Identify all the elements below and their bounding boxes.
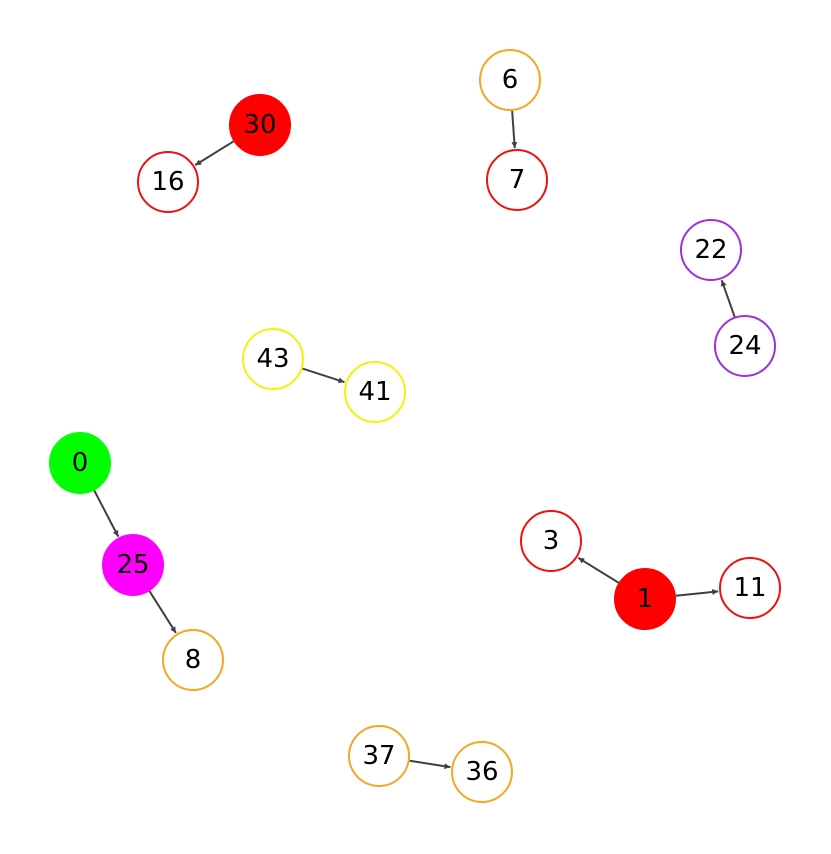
node-label-7: 7	[509, 165, 526, 195]
edge-25-to-8	[148, 590, 177, 634]
node-circle-11	[719, 557, 781, 619]
edge-6-to-7	[511, 110, 518, 149]
node-label-24: 24	[728, 331, 761, 361]
node-circle-25	[102, 534, 164, 596]
edge-43-to-41	[302, 367, 345, 384]
node-label-43: 43	[256, 344, 289, 374]
node-circle-41	[344, 361, 406, 423]
node-37: 37	[348, 725, 410, 787]
node-circle-3	[520, 510, 582, 572]
edge-1-to-3	[577, 556, 620, 584]
node-label-36: 36	[465, 757, 498, 787]
node-22: 22	[680, 219, 742, 281]
node-8: 8	[162, 629, 224, 691]
node-circle-37	[348, 725, 410, 787]
node-circle-24	[714, 315, 776, 377]
node-11: 11	[719, 557, 781, 619]
edge-37-to-36	[409, 759, 451, 770]
node-16: 16	[137, 151, 199, 213]
node-label-3: 3	[543, 526, 560, 556]
node-41: 41	[344, 361, 406, 423]
edge-24-to-22	[720, 279, 736, 318]
node-label-30: 30	[243, 110, 276, 140]
node-label-1: 1	[637, 584, 654, 614]
node-label-6: 6	[502, 65, 519, 95]
node-3: 3	[520, 510, 582, 572]
node-label-37: 37	[362, 741, 395, 771]
node-24: 24	[714, 315, 776, 377]
edge-1-to-11	[675, 588, 719, 597]
node-circle-22	[680, 219, 742, 281]
node-0: 0	[49, 432, 111, 494]
node-6: 6	[479, 49, 541, 111]
node-label-8: 8	[185, 645, 202, 675]
node-label-11: 11	[733, 573, 766, 603]
node-36: 36	[451, 741, 513, 803]
node-43: 43	[242, 328, 304, 390]
node-circle-36	[451, 741, 513, 803]
node-label-22: 22	[694, 235, 727, 265]
node-label-16: 16	[151, 167, 184, 197]
node-1: 1	[614, 568, 676, 630]
node-circle-30	[229, 94, 291, 156]
node-7: 7	[486, 149, 548, 211]
node-circle-0	[49, 432, 111, 494]
node-circle-8	[162, 629, 224, 691]
edge-0-to-25	[93, 490, 120, 538]
node-label-0: 0	[72, 448, 89, 478]
edge-30-to-16	[194, 140, 235, 166]
edges-layer	[93, 110, 736, 770]
node-circle-7	[486, 149, 548, 211]
node-circle-1	[614, 568, 676, 630]
node-label-25: 25	[116, 550, 149, 580]
node-circle-43	[242, 328, 304, 390]
node-circle-6	[479, 49, 541, 111]
node-circle-16	[137, 151, 199, 213]
node-label-41: 41	[358, 377, 391, 407]
node-30: 30	[229, 94, 291, 156]
node-25: 25	[102, 534, 164, 596]
